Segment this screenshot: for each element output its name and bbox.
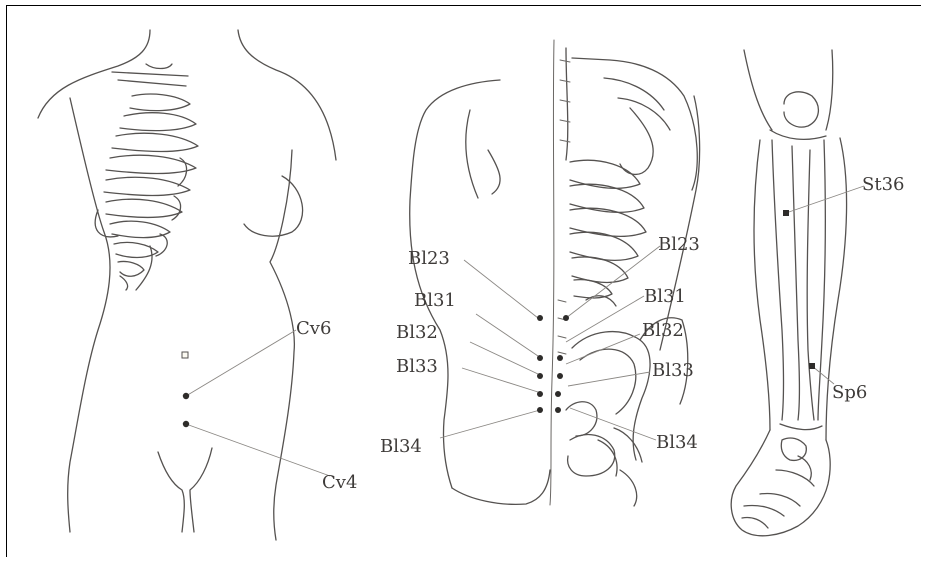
back-spine-midline <box>550 40 554 505</box>
front-left-neck-line <box>38 30 150 118</box>
leg-inner-thigh <box>826 50 833 130</box>
label-cv6: Cv6 <box>296 318 331 339</box>
front-ribcage <box>104 64 198 290</box>
point-marker-open <box>182 352 188 358</box>
label-bl34-right: Bl34 <box>656 432 698 453</box>
point-bl31-left-marker <box>537 355 543 361</box>
leg-fibula-right <box>818 140 825 420</box>
label-bl33-left: Bl33 <box>396 356 438 377</box>
point-st36-marker <box>783 210 789 216</box>
label-st36: St36 <box>862 174 904 195</box>
point-bl33-left-marker <box>537 391 543 397</box>
front-right-torso-outline <box>270 150 294 540</box>
label-bl34-left: Bl34 <box>380 436 422 457</box>
leg-outer-thigh <box>744 50 772 130</box>
front-groin-right <box>190 448 212 532</box>
leg-tibia-right <box>792 146 800 420</box>
front-torso-figure <box>38 30 336 540</box>
front-breast-right <box>244 176 303 236</box>
back-left-shoulder <box>410 80 500 488</box>
leg-calf-outer <box>754 140 770 430</box>
label-bl31-right: Bl31 <box>644 286 686 307</box>
point-bl23-left-marker <box>537 315 543 321</box>
label-bl33-right: Bl33 <box>652 360 694 381</box>
leg-tibia-left <box>772 140 784 420</box>
point-bl23-right-marker <box>563 315 569 321</box>
front-right-neck-line <box>238 30 336 160</box>
label-bl32-left: Bl32 <box>396 322 438 343</box>
front-left-torso-outline <box>68 98 110 532</box>
front-groin-left <box>158 452 184 532</box>
point-bl32-right-marker <box>557 373 563 379</box>
point-bl32-left-marker <box>537 373 543 379</box>
leg-fibula-left <box>807 150 814 420</box>
point-bl33-right-marker <box>555 391 561 397</box>
leader-lines <box>186 186 864 476</box>
leg-knee-joint <box>770 130 826 139</box>
leg-foot <box>731 424 830 536</box>
point-labels: Cv6 Cv4 Bl23 Bl31 Bl32 Bl33 Bl34 Bl23 Bl… <box>296 174 904 493</box>
point-bl34-left-marker <box>537 407 543 413</box>
back-pelvis <box>572 332 650 460</box>
label-sp6: Sp6 <box>832 382 867 403</box>
label-bl23-left: Bl23 <box>408 248 450 269</box>
back-left-buttock <box>452 470 550 504</box>
back-left-scapula-line <box>466 110 478 198</box>
point-cv6-marker <box>183 393 189 399</box>
leg-kneecap <box>784 92 818 127</box>
label-bl32-right: Bl32 <box>642 320 684 341</box>
label-bl23-right: Bl23 <box>658 234 700 255</box>
point-sp6-marker <box>809 363 815 369</box>
point-bl31-right-marker <box>557 355 563 361</box>
point-bl34-right-marker <box>555 407 561 413</box>
lower-leg-figure <box>731 50 846 536</box>
label-bl31-left: Bl31 <box>414 290 456 311</box>
point-cv4-marker <box>183 421 189 427</box>
back-left-blade <box>488 150 500 194</box>
label-cv4: Cv4 <box>322 472 357 493</box>
